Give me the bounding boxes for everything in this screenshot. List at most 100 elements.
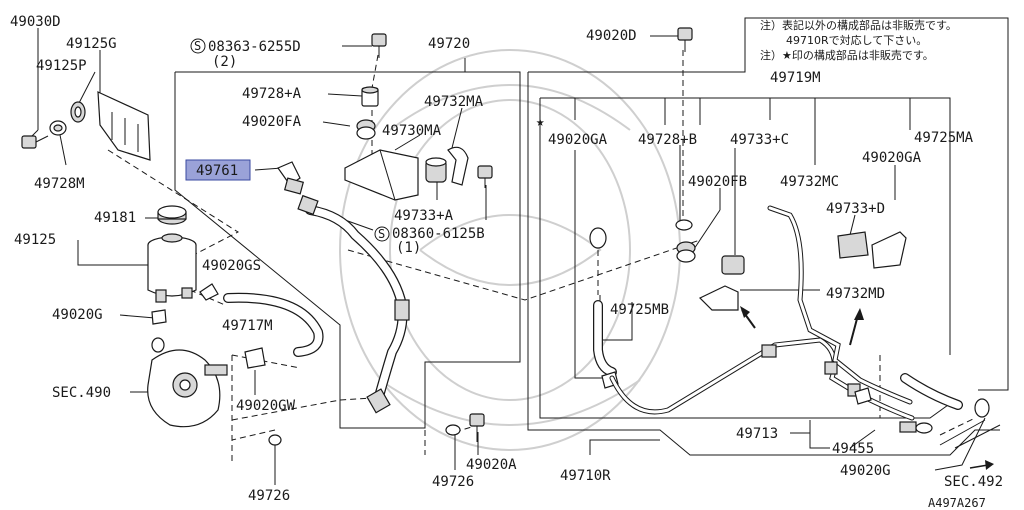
bolt-49020A [469,413,485,442]
label-49181[interactable]: 49181 [94,210,136,226]
direction-arrows [740,306,994,470]
insulator-49733A [425,157,447,183]
s-mark-top-text: S [194,39,201,53]
label-49725MB[interactable]: 49725MB [610,302,669,318]
label-49125[interactable]: 49125 [14,232,56,248]
part-labels: 49030D 49125G 49125P 49728M 49181 49125 … [10,14,1003,510]
label-49713[interactable]: 49713 [736,426,778,442]
label-sec492[interactable]: SEC.492 [944,474,1003,490]
hose-49725MA [900,373,963,410]
oring-left [151,337,165,353]
label-49020GW[interactable]: 49020GW [236,398,296,414]
bolt-08360-6125B [477,165,493,188]
bracket-49732MC [698,285,739,311]
bolt-49020D [677,27,693,52]
diagram-id: A497A267 [928,496,986,510]
hose-49725MB [593,300,617,377]
label-49020FB[interactable]: 49020FB [688,174,747,190]
label-49732MD[interactable]: 49732MD [826,286,885,302]
grommet-49125P [70,101,86,123]
sensor-49455 [899,421,933,434]
highlight-49761 [185,159,251,181]
note-line-1: 注）表記以外の構成部品は非販売です。 [760,18,957,32]
clamp-49020GW [244,347,266,369]
label-49030D[interactable]: 49030D [10,14,61,30]
bolt-49030D [21,135,49,149]
label-49710R[interactable]: 49710R [560,468,611,484]
label-49761[interactable]: 49761 [196,163,238,179]
label-49719M[interactable]: 49719M [770,70,821,86]
grommet-49020FA [356,119,376,140]
label-49020A[interactable]: 49020A [466,457,517,473]
collar-49728A [361,86,379,107]
label-49728A[interactable]: 49728+A [242,86,302,102]
dashed-assembly-lines [107,50,976,465]
s-mark-top: S [190,38,206,54]
label-sec490[interactable]: SEC.490 [52,385,111,401]
label-bolt-08360-qty: (1) [396,240,421,256]
tube-49713 [609,205,915,421]
s-mark-mid: S [374,226,390,242]
hose-49720 [297,194,410,414]
oring-49725MB [589,227,607,249]
washer-49726-right [445,424,461,436]
label-49455[interactable]: 49455 [832,441,874,457]
star-mark: ★ [536,114,545,130]
label-49726-left[interactable]: 49726 [248,488,290,504]
label-49728M[interactable]: 49728M [34,176,85,192]
fitting-49761 [277,161,305,195]
s-mark-mid-text: S [378,227,385,241]
grommet-49728B [675,219,693,231]
label-49733A[interactable]: 49733+A [394,208,454,224]
bracket-49125G [97,91,151,161]
group-frame-49719M [539,97,956,419]
clamp-49732MA [447,146,469,186]
label-49733C[interactable]: 49733+C [730,132,789,148]
insulator-49733D [837,231,869,259]
insulator-49733C [721,255,745,275]
bolt-08363-6255D [371,33,387,58]
note-line-3: 注）★印の構成部品は非販売です。 [760,48,934,62]
clamp-49020GS [199,283,219,301]
label-49020D[interactable]: 49020D [586,28,637,44]
label-bolt-08360-6125B[interactable]: 08360-6125B [392,226,485,242]
grommet-49020FB [676,241,696,263]
reservoir-49125 [147,233,197,303]
clamp-49020GA-right [854,387,872,405]
label-49733D[interactable]: 49733+D [826,201,885,217]
washer-49726-left [268,434,282,446]
label-49020FA[interactable]: 49020FA [242,114,302,130]
label-49020GS[interactable]: 49020GS [202,258,261,274]
label-49720[interactable]: 49720 [428,36,470,52]
label-49020GA-left[interactable]: 49020GA [548,132,608,148]
cap-49181 [157,205,187,225]
label-49020GA-right[interactable]: 49020GA [862,150,922,166]
clamp-49020G-left [151,309,167,325]
label-49726-right[interactable]: 49726 [432,474,474,490]
label-49125G[interactable]: 49125G [66,36,117,52]
label-49728B[interactable]: 49728+B [638,132,697,148]
label-49020G-right[interactable]: 49020G [840,463,891,479]
hose-49717M [223,292,324,357]
notes-block: 注）表記以外の構成部品は非販売です。 49710Rで対応して下さい。 注）★印の… [760,18,957,62]
bracket-49732MD [871,231,907,269]
label-49730MA[interactable]: 49730MA [382,123,442,139]
group-frame-49720 [174,58,521,429]
bracket-49730MA [344,149,419,201]
label-49732MC[interactable]: 49732MC [780,174,839,190]
clamp-49020G-right [974,398,990,418]
label-49725MA[interactable]: 49725MA [914,130,974,146]
note-line-2: 49710Rで対応して下さい。 [786,33,927,47]
label-49717M[interactable]: 49717M [222,318,273,334]
collar-49728M [49,120,67,136]
label-49125P[interactable]: 49125P [36,58,87,74]
pump-sec490 [147,349,228,428]
label-49732MA[interactable]: 49732MA [424,94,484,110]
label-bolt-08363-6255D[interactable]: 08363-6255D [208,39,301,55]
label-bolt-08363-qty: (2) [212,54,237,70]
watermark-emblem [339,49,681,451]
label-49020G-left[interactable]: 49020G [52,307,103,323]
group-frame-49710R [527,17,1009,456]
